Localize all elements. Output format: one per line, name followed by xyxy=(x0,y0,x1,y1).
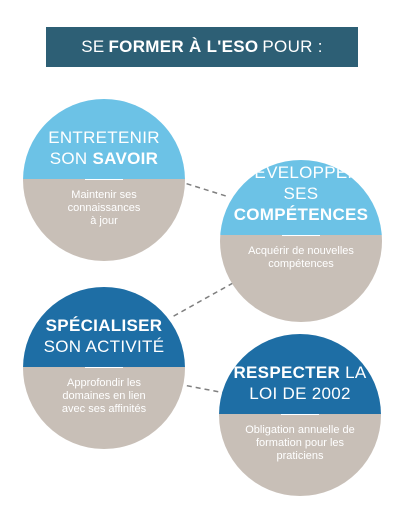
body-line: connaissances xyxy=(67,202,141,214)
title-line-2: SON SAVOIR xyxy=(49,149,159,168)
separator xyxy=(282,235,320,236)
circle-entretenir: ENTRETENIR SON SAVOIR Maintenir ses conn… xyxy=(23,99,185,261)
circle-developper-title: DÉVELOPPER SES COMPÉTENCES xyxy=(220,160,382,235)
circle-respecter: RESPECTER LA LOI DE 2002 Obligation annu… xyxy=(219,334,381,496)
body-line: domaines en lien xyxy=(62,390,146,402)
separator xyxy=(85,179,123,180)
title-line-1: DÉVELOPPER xyxy=(241,163,361,182)
title-line-1: SPÉCIALISER xyxy=(45,316,163,335)
circle-entretenir-body: Maintenir ses connaissances à jour xyxy=(23,179,185,261)
title-prefix: SE xyxy=(81,37,105,56)
separator xyxy=(85,367,123,368)
separator xyxy=(281,414,319,415)
circle-specialiser: SPÉCIALISER SON ACTIVITÉ Approfondir les… xyxy=(23,287,185,449)
page-title-banner: SE FORMER À L'ESO POUR : xyxy=(46,27,358,67)
body-line: compétences xyxy=(268,258,334,270)
circle-specialiser-body: Approfondir les domaines en lien avec se… xyxy=(23,367,185,449)
body-line: praticiens xyxy=(276,450,324,462)
title-line-2: LOI DE 2002 xyxy=(249,384,351,403)
circle-developper-body: Acquérir de nouvelles compétences xyxy=(220,235,382,322)
connector-1-2 xyxy=(177,180,227,197)
connector-2-3 xyxy=(171,282,234,318)
body-line: Maintenir ses xyxy=(71,189,137,201)
circle-respecter-body: Obligation annuelle de formation pour le… xyxy=(219,414,381,496)
body-line: Obligation annuelle de xyxy=(245,424,355,436)
body-line: Acquérir de nouvelles xyxy=(248,245,354,257)
title-line-2: SES COMPÉTENCES xyxy=(233,184,369,224)
title-bold: FORMER À L'ESO xyxy=(108,37,259,56)
body-line: formation pour les xyxy=(255,437,345,449)
title-line-2: SON ACTIVITÉ xyxy=(43,337,165,356)
circle-developper: DÉVELOPPER SES COMPÉTENCES Acquérir de n… xyxy=(220,160,382,322)
body-line: Approfondir les xyxy=(67,377,141,389)
body-line: avec ses affinités xyxy=(61,403,147,415)
title-line-1: RESPECTER LA xyxy=(233,363,367,382)
title-line-1: ENTRETENIR xyxy=(48,128,160,147)
circle-specialiser-title: SPÉCIALISER SON ACTIVITÉ xyxy=(23,287,185,367)
title-suffix: POUR : xyxy=(262,37,323,56)
circle-respecter-title: RESPECTER LA LOI DE 2002 xyxy=(219,334,381,414)
body-line: à jour xyxy=(90,215,118,227)
circle-entretenir-title: ENTRETENIR SON SAVOIR xyxy=(23,99,185,179)
